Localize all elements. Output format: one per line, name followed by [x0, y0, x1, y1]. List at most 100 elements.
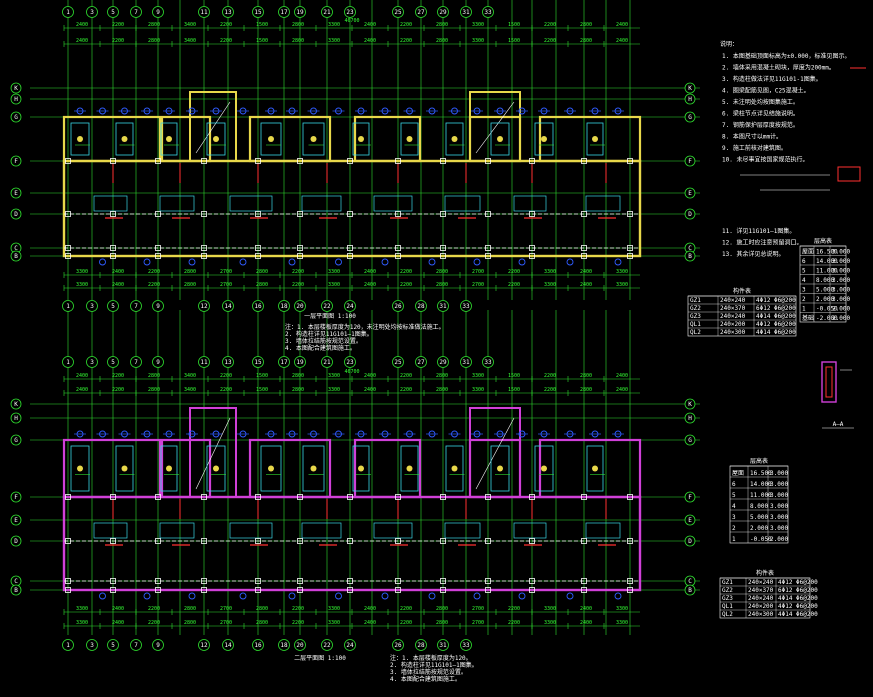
column	[155, 587, 161, 593]
rebar-mark	[381, 592, 389, 600]
level-table-1-cell: 1	[802, 306, 806, 313]
level-table-1-cell: 2	[802, 296, 806, 303]
member-table-1-cell: 4Φ14 Φ6@200	[756, 329, 796, 336]
dimension-text: 2200	[292, 269, 304, 275]
level-table-2-cell: 16.500	[750, 470, 772, 477]
dimension-text: 2200	[220, 387, 232, 393]
dimension-text: 2800	[580, 38, 592, 44]
column	[440, 158, 446, 164]
dimension-text: 1500	[256, 38, 268, 44]
axis-bubble-label: 21	[323, 359, 331, 366]
room-outline	[445, 122, 464, 156]
axis-bubble	[62, 300, 74, 312]
axis-bubble-label: 5	[111, 359, 115, 366]
dimension-text: 2200	[400, 606, 412, 612]
row-axis-label: H	[688, 96, 692, 103]
axis-bubble	[392, 300, 404, 312]
axis-bubble-label: 33	[484, 359, 492, 366]
column	[440, 211, 446, 217]
column	[201, 211, 207, 217]
dimension-text: 3300	[76, 606, 88, 612]
level-table-2-cell: -0.050	[750, 536, 772, 543]
dimension-text: 3300	[76, 282, 88, 288]
member-table-2-cell: 4Φ14 Φ6@200	[778, 611, 818, 618]
member-table-1-cell: GZ2	[690, 305, 701, 312]
rebar-mark	[143, 258, 151, 266]
level-table-2-title: 层高表	[750, 457, 768, 465]
plan2-note: 4. 本图配合建筑图施工。	[390, 675, 461, 683]
axis-bubble	[152, 639, 164, 651]
axis-bubble	[107, 356, 119, 368]
dimension-text: 2700	[220, 620, 232, 626]
notes-line: 8. 本图尺寸以mm计。	[722, 133, 782, 141]
member-table-1-cell: 240×240	[720, 297, 746, 304]
dimension-text: 2400	[616, 387, 628, 393]
row-axis-bubble	[684, 398, 696, 410]
dimension-text: 2400	[76, 373, 88, 379]
column	[255, 587, 261, 593]
axis-bubble	[482, 356, 494, 368]
dimension-text: 2400	[364, 22, 376, 28]
axis-bubble-label: 1	[66, 303, 70, 310]
column	[65, 587, 71, 593]
column	[255, 253, 261, 259]
dimension-text: 2400	[112, 606, 124, 612]
column	[110, 587, 116, 593]
plan1-note: 4. 本图配合建筑图施工。	[285, 344, 356, 352]
column	[155, 578, 161, 584]
dimension-text: 2800	[184, 282, 196, 288]
axis-bubble	[62, 356, 74, 368]
level-table-1-cell: 3.000	[832, 249, 850, 256]
axis-bubble	[344, 6, 356, 18]
column	[201, 494, 207, 500]
dimension-text: 2200	[292, 606, 304, 612]
dimension-text: 2800	[292, 373, 304, 379]
dimension-text: 2800	[436, 269, 448, 275]
dimension-text: 2200	[400, 269, 412, 275]
section-label: A—A	[833, 421, 844, 428]
column	[627, 538, 633, 544]
dimension-text: 3300	[328, 282, 340, 288]
axis-bubble	[392, 6, 404, 18]
room-outline	[513, 522, 547, 539]
level-table-1-cell: 3.000	[832, 296, 850, 303]
stair-line	[475, 417, 515, 490]
axis-bubble-label: 23	[346, 359, 354, 366]
axis-bubble	[130, 300, 142, 312]
wing-wall	[353, 438, 422, 499]
row-axis-label: E	[688, 190, 692, 197]
axis-bubble	[107, 300, 119, 312]
rebar-mark	[428, 592, 436, 600]
dimension-text: 1500	[256, 22, 268, 28]
dimension-text: 3300	[472, 38, 484, 44]
column	[440, 253, 446, 259]
dimension-text: 2800	[184, 269, 196, 275]
column	[297, 158, 303, 164]
dimension-text: 2700	[472, 620, 484, 626]
level-table-1-title: 层高表	[814, 237, 832, 245]
axis-bubble	[437, 639, 449, 651]
overall-dimension: 46700	[344, 18, 359, 24]
row-axis-label: B	[14, 587, 18, 594]
level-table-2-cell: 3.000	[770, 492, 788, 499]
row-axis-bubble	[10, 491, 22, 503]
level-table-2-cell: 3.000	[770, 525, 788, 532]
column	[581, 158, 587, 164]
dimension-text: 2800	[148, 387, 160, 393]
axis-bubble-label: 17	[280, 359, 288, 366]
column	[440, 245, 446, 251]
column	[395, 253, 401, 259]
axis-bubble-label: 16	[254, 642, 262, 649]
notes-line: 6. 梁柱节点详见结施说明。	[722, 110, 799, 118]
row-axis-label: K	[688, 85, 692, 92]
dimension-text: 3300	[328, 373, 340, 379]
axis-bubble	[437, 356, 449, 368]
row-axis-label: K	[688, 401, 692, 408]
axis-bubble	[344, 639, 356, 651]
dimension-text: 2200	[112, 38, 124, 44]
axis-bubble	[198, 6, 210, 18]
axis-bubble-label: 7	[134, 642, 138, 649]
column	[627, 158, 633, 164]
axis-bubble-label: 13	[224, 359, 232, 366]
